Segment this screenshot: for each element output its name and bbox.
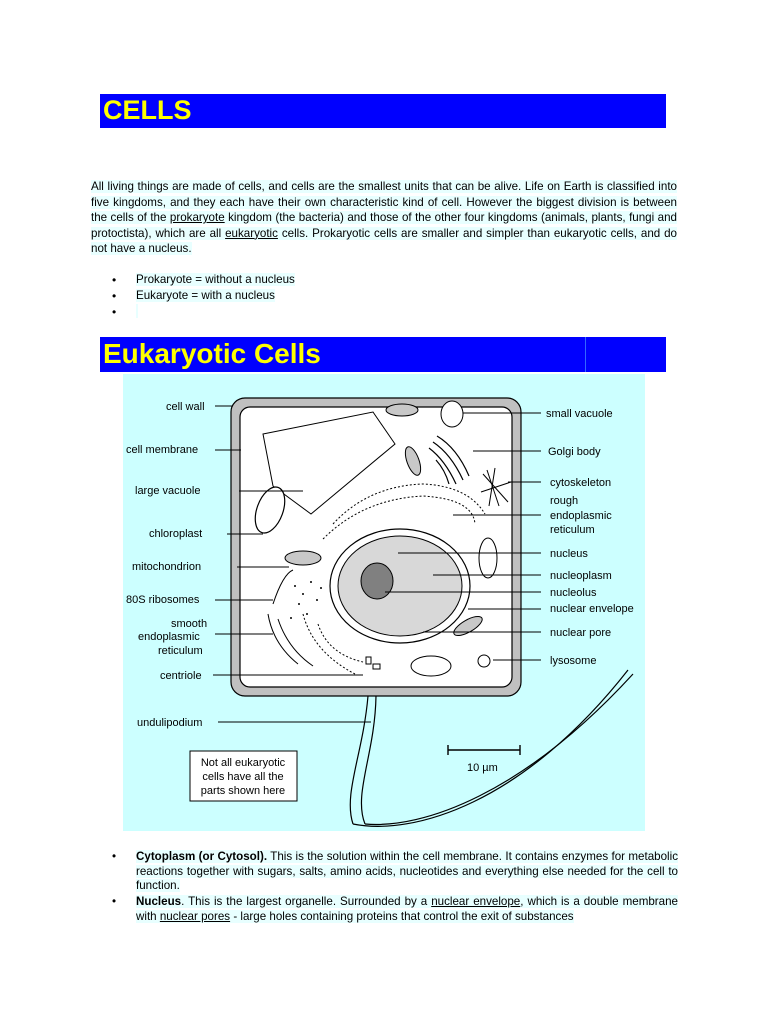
label-mitochondrion: mitochondrion <box>132 561 201 573</box>
left-leader-lines <box>213 405 371 723</box>
note-line-2: cells have all the <box>202 771 283 783</box>
intro-paragraph: All living things are made of cells, and… <box>91 179 677 257</box>
empty-bullet <box>136 304 138 318</box>
nucleus-description-3: - large holes containing proteins that c… <box>230 909 574 923</box>
label-golgi-body: Golgi body <box>548 446 601 458</box>
note-box <box>189 750 298 802</box>
eukaryotic-cell-diagram: cell wall cell membrane large vacuole ch… <box>123 374 645 831</box>
centriole-shape <box>365 656 381 670</box>
lysosome-shape <box>477 654 491 668</box>
cells-heading-banner: CELLS <box>100 94 666 128</box>
label-endoplasmic-left: endoplasmic <box>138 631 200 643</box>
eukaryotic-heading: Eukaryotic Cells <box>103 338 321 369</box>
scale-bar <box>447 745 521 755</box>
mitochondrion-shape <box>284 550 322 566</box>
label-80s-ribosomes: 80S ribosomes <box>126 594 200 606</box>
label-nuclear-envelope: nuclear envelope <box>550 603 634 615</box>
organelle-details-list: Cytoplasm (or Cytosol). This is the solu… <box>112 850 679 925</box>
nuclear-pores-link[interactable]: nuclear pores <box>159 909 231 923</box>
label-chloroplast: chloroplast <box>149 528 202 540</box>
label-endoplasmic-right: endoplasmic <box>550 510 612 522</box>
label-nuclear-pore: nuclear pore <box>550 627 611 639</box>
eukaryotic-link[interactable]: eukaryotic <box>225 226 278 240</box>
cytoplasm-description: This is the solution within the cell mem… <box>136 850 679 893</box>
cytoplasm-term: Cytoplasm (or Cytosol). <box>136 850 268 863</box>
cytoskeleton-shape <box>480 467 512 507</box>
golgi-body-shape <box>428 435 470 485</box>
smooth-er-shape <box>267 569 314 667</box>
label-large-vacuole: large vacuole <box>135 485 200 497</box>
label-lysosome: lysosome <box>550 655 596 667</box>
small-vacuole-shape <box>440 400 464 428</box>
label-cell-membrane: cell membrane <box>126 444 198 456</box>
label-undulipodium: undulipodium <box>137 717 202 729</box>
nucleus-term: Nucleus <box>136 895 182 909</box>
label-small-vacuole: small vacuole <box>546 408 613 420</box>
nuclear-envelope-link[interactable]: nuclear envelope <box>431 895 521 909</box>
prokaryote-link[interactable]: prokaryote <box>169 211 225 224</box>
label-cell-wall: cell wall <box>166 401 205 413</box>
list-item: Nucleus. This is the largest organelle. … <box>112 895 678 924</box>
right-leader-lines <box>385 412 541 661</box>
label-cytoskeleton: cytoskeleton <box>550 477 611 489</box>
eukaryote-definition: Eukaryote = with a nucleus <box>136 289 275 302</box>
prokaryote-definition: Prokaryote = without a nucleus <box>136 273 295 286</box>
list-item: Cytoplasm (or Cytosol). This is the solu… <box>112 850 679 894</box>
scale-label: 10 µm <box>467 762 498 774</box>
list-item <box>112 304 295 320</box>
ribosomes-shape <box>290 581 322 619</box>
list-item: Prokaryote = without a nucleus <box>112 272 295 288</box>
definition-list: Prokaryote = without a nucleus Eukaryote… <box>112 272 295 320</box>
label-reticulum-left: reticulum <box>158 645 203 657</box>
large-vacuole-shape <box>262 411 396 515</box>
note-line-1: Not all eukaryotic <box>201 757 286 769</box>
undulipodium-shape <box>349 695 377 825</box>
cells-heading: CELLS <box>103 95 192 125</box>
label-centriole: centriole <box>160 670 202 682</box>
nucleus-description-1: . This is the largest organelle. Surroun… <box>181 895 432 909</box>
nucleoplasm-shape <box>337 535 463 637</box>
nucleolus-shape <box>360 562 394 600</box>
label-rough: rough <box>550 495 578 507</box>
nucleus-description-2: , which is a double membrane with <box>136 895 678 923</box>
note-line-3: parts shown here <box>201 785 285 797</box>
label-smooth: smooth <box>171 618 207 630</box>
eukaryotic-heading-banner: Eukaryotic Cells <box>100 337 666 372</box>
rough-er-shape <box>302 483 486 675</box>
list-item: Eukaryote = with a nucleus <box>112 288 295 304</box>
banner-divider <box>585 337 586 372</box>
label-nucleus: nucleus <box>550 548 588 560</box>
label-reticulum-right: reticulum <box>550 524 595 536</box>
label-nucleolus: nucleolus <box>550 587 597 599</box>
label-nucleoplasm: nucleoplasm <box>550 570 612 582</box>
chloroplast-shape <box>254 486 286 534</box>
